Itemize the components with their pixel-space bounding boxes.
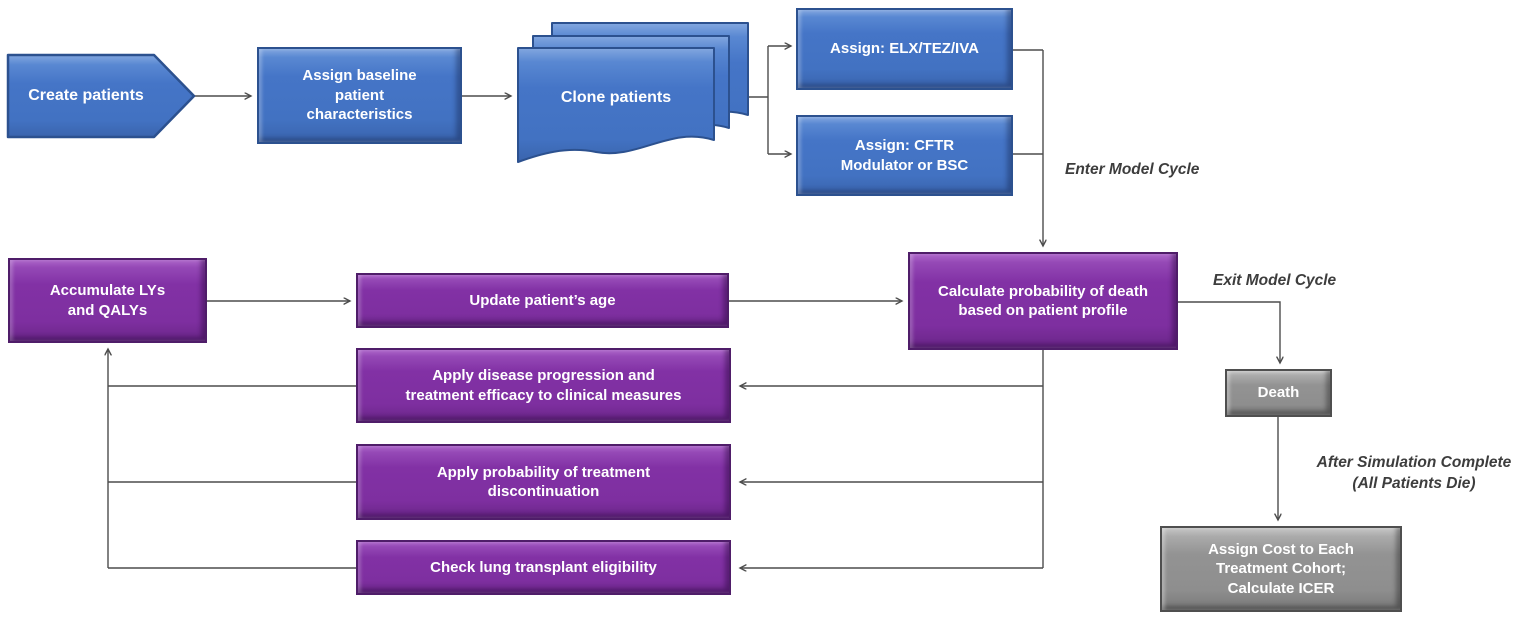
node-label: Calculate probability of death based on …	[937, 282, 1149, 320]
node-label: Apply probability of treatment discontin…	[436, 463, 651, 501]
node-label: Assign: CFTR Modulator or BSC	[840, 137, 969, 174]
node-assign-baseline: Assign baseline patient characteristics	[257, 47, 462, 144]
node-assign-cost-icer: Assign Cost to Each Treatment Cohort; Ca…	[1160, 526, 1402, 612]
node-assign-elx-tez-iva: Assign: ELX/TEZ/IVA	[796, 8, 1013, 90]
node-assign-cftr-bsc: Assign: CFTR Modulator or BSC	[796, 115, 1013, 196]
node-label: Assign: ELX/TEZ/IVA	[830, 40, 979, 58]
node-label: Update patient’s age	[469, 291, 616, 309]
node-death: Death	[1225, 369, 1332, 417]
create-patients-shape	[6, 53, 196, 139]
node-accumulate-lys-qalys: Accumulate LYs and QALYs	[8, 258, 207, 343]
node-check-lung-transplant: Check lung transplant eligibility	[356, 540, 731, 595]
node-calculate-death-probability: Calculate probability of death based on …	[908, 252, 1178, 350]
node-apply-disease-progression: Apply disease progression and treatment …	[356, 348, 731, 423]
node-clone-patients: Clone patients	[518, 52, 714, 144]
node-label: Check lung transplant eligibility	[430, 558, 657, 576]
clone-patients-shape	[517, 22, 749, 163]
node-apply-discontinuation: Apply probability of treatment discontin…	[356, 444, 731, 520]
node-label: Death	[1257, 384, 1300, 402]
node-label: Assign Cost to Each Treatment Cohort; Ca…	[1208, 540, 1354, 597]
node-label: Assign baseline patient characteristics	[302, 67, 417, 124]
annotation-after-simulation: After Simulation Complete (All Patients …	[1316, 454, 1512, 492]
node-label: Clone patients	[560, 89, 672, 106]
node-create-patients: Create patients	[10, 55, 162, 137]
annotation-enter-model-cycle: Enter Model Cycle	[1065, 161, 1200, 178]
node-label: Create patients	[28, 87, 144, 104]
node-label: Accumulate LYs and QALYs	[49, 282, 166, 319]
annotation-exit-model-cycle: Exit Model Cycle	[1213, 272, 1337, 289]
edge-lines	[108, 46, 1280, 568]
node-update-patient-age: Update patient’s age	[356, 273, 729, 328]
node-label: Apply disease progression and treatment …	[405, 367, 682, 404]
